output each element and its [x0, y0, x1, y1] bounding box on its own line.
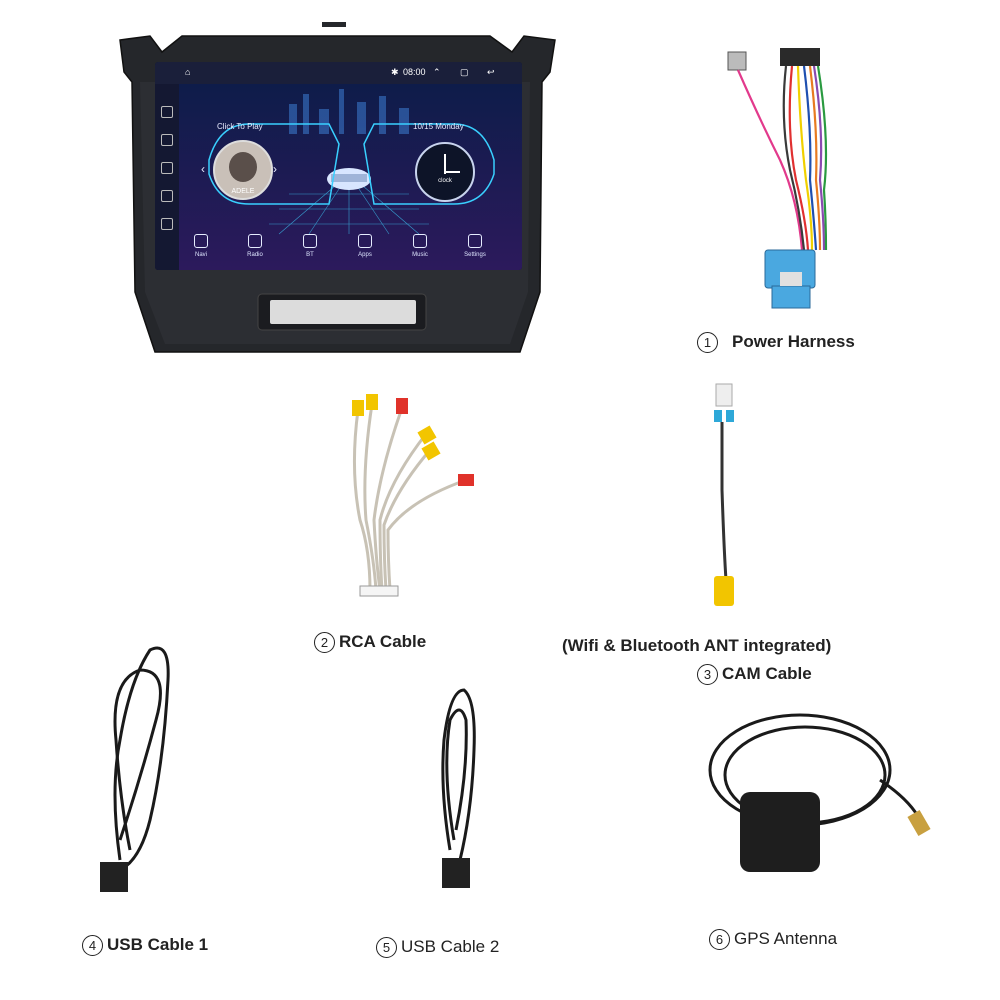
- home-button-icon[interactable]: [161, 134, 173, 146]
- app-navi[interactable]: Navi: [181, 234, 221, 258]
- gear-icon: [468, 234, 482, 248]
- apps-grid-icon: [358, 234, 372, 248]
- volume-up-icon[interactable]: [161, 190, 173, 202]
- radio-icon: [248, 234, 262, 248]
- music-note-icon: [413, 234, 427, 248]
- clock-label: clock: [438, 178, 452, 184]
- bluetooth-status-icon: ✱: [391, 67, 399, 77]
- head-unit-screen: ⌂ ✱ 08:00 ⌃ ▢ ↩: [155, 62, 522, 270]
- power-harness-image: [727, 48, 828, 309]
- date-label: 10/15 Monday: [413, 122, 464, 131]
- back-icon[interactable]: ↩: [487, 67, 495, 77]
- location-pin-icon: [194, 234, 208, 248]
- recents-icon[interactable]: ▢: [460, 67, 469, 77]
- status-time: 08:00: [403, 67, 426, 77]
- back-button-icon[interactable]: [161, 162, 173, 174]
- volume-down-icon[interactable]: [161, 218, 173, 230]
- gps-antenna-image: [708, 713, 931, 872]
- next-icon[interactable]: ›: [273, 162, 277, 176]
- power-button-icon[interactable]: [161, 106, 173, 118]
- expand-icon[interactable]: ⌃: [433, 67, 441, 77]
- clock-widget[interactable]: clock: [415, 142, 475, 202]
- usb-cable-1-image: [100, 646, 170, 892]
- rca-cable-image: [352, 394, 474, 597]
- album-art[interactable]: ADELE: [213, 140, 273, 200]
- status-bar: ⌂ ✱ 08:00 ⌃ ▢ ↩: [155, 62, 522, 84]
- cam-cable-image: [714, 383, 734, 606]
- side-control-strip: [155, 84, 179, 270]
- home-icon[interactable]: ⌂: [185, 67, 191, 77]
- artist-short: ADELE: [231, 188, 255, 195]
- app-apps[interactable]: Apps: [345, 234, 385, 258]
- app-radio[interactable]: Radio: [235, 234, 275, 258]
- app-music[interactable]: Music: [400, 234, 440, 258]
- bluetooth-icon: [303, 234, 317, 248]
- app-bt[interactable]: BT: [290, 234, 330, 258]
- usb-cable-2-image: [441, 688, 476, 888]
- app-settings[interactable]: Settings: [455, 234, 495, 258]
- prev-icon[interactable]: ‹: [201, 162, 205, 176]
- cam-cable-note: (Wifi & Bluetooth ANT integrated): [562, 636, 832, 655]
- music-card-label: Click To Play: [217, 122, 263, 131]
